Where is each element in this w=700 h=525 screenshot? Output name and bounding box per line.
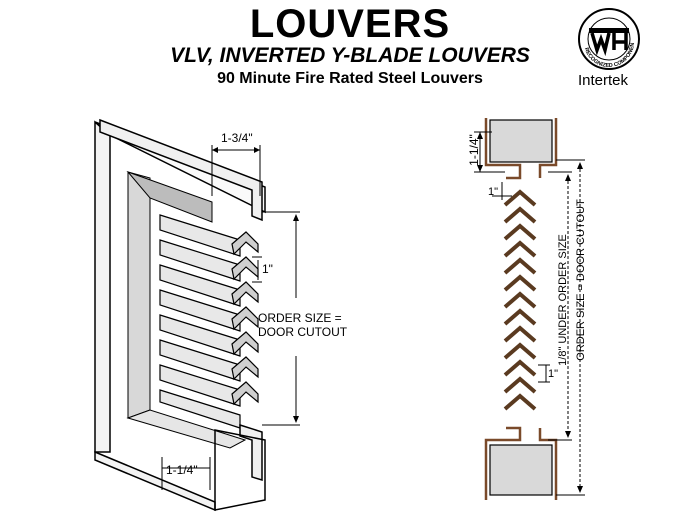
right-order-size-label: ORDER SIZE = DOOR CUTOUT [575,199,587,361]
left-order-size-line1: ORDER SIZE = [258,311,342,325]
right-dim-gap: 1" [488,186,498,198]
left-dim-bottom: 1-1/4" [166,463,198,477]
page-description: 90 Minute Fire Rated Steel Louvers [217,70,483,87]
page-subtitle: VLV, INVERTED Y-BLADE LOUVERS [170,44,530,67]
right-dim-top: 1-1/4" [467,134,481,166]
left-dim-blade: 1" [262,262,273,276]
left-dim-top: 1-3/4" [221,131,253,145]
wh-seal-icon: RECOGNIZED COMPONENT [574,6,640,70]
page-title: LOUVERS [249,2,451,46]
right-dim-blade: 1" [548,368,558,380]
right-under-order-label: 1/8" UNDER ORDER SIZE [557,234,569,366]
left-order-size-line2: DOOR CUTOUT [258,325,348,339]
intertek-logo-word: Intertek [578,72,629,89]
